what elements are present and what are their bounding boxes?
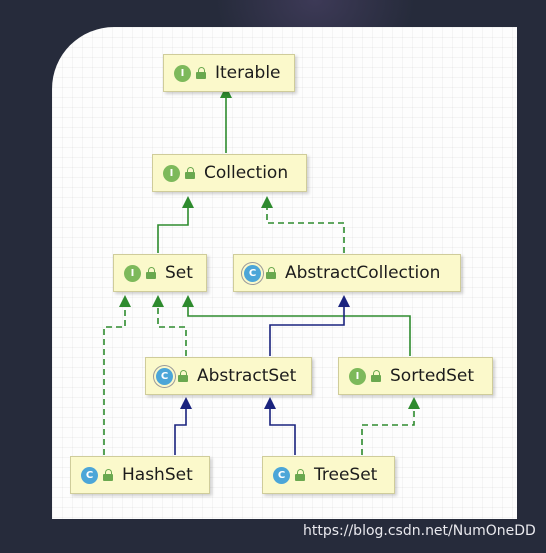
arrowhead-abstractset-left: [180, 397, 192, 409]
class-icon: C: [81, 466, 98, 484]
watermark: https://blog.csdn.net/NumOneDD: [303, 523, 536, 539]
public-access-icon: [145, 267, 157, 279]
node-abstract-collection[interactable]: C AbstractCollection: [233, 254, 461, 292]
public-access-icon: [177, 370, 189, 382]
edge-abstractset-set: [157, 306, 187, 356]
node-collection[interactable]: I Collection: [152, 154, 307, 192]
public-access-icon: [370, 370, 382, 382]
node-abstract-set[interactable]: C AbstractSet: [145, 357, 312, 395]
interface-icon: I: [163, 164, 180, 182]
edge-hashset-set: [103, 306, 126, 455]
arrowhead-collection-left: [182, 196, 194, 208]
public-access-icon: [184, 167, 196, 179]
node-label: SortedSet: [390, 366, 475, 386]
arrowhead-abstractcollection: [338, 295, 350, 307]
interface-icon: I: [349, 367, 366, 385]
edge-treeset-abstractset: [269, 408, 296, 455]
arrowhead-collection-right: [261, 196, 273, 208]
arrowhead-iterable: [220, 86, 232, 98]
node-label: Collection: [204, 163, 289, 183]
edge-abstractset-abstractcollection: [269, 306, 345, 356]
node-label: HashSet: [122, 465, 193, 485]
edge-abstractcollection-collection: [266, 207, 345, 253]
public-access-icon: [265, 267, 277, 279]
node-label: TreeSet: [314, 465, 378, 485]
arrowhead-set-right: [182, 295, 194, 307]
public-access-icon: [294, 469, 306, 481]
node-label: Iterable: [215, 63, 281, 83]
edge-sortedset-set: [187, 306, 411, 356]
abstract-class-icon: C: [156, 367, 173, 385]
arrowhead-abstractset-right: [264, 397, 276, 409]
edge-set-collection: [157, 205, 189, 253]
arrowhead-sortedset: [408, 397, 420, 409]
node-iterable[interactable]: I Iterable: [163, 54, 295, 92]
class-icon: C: [273, 466, 290, 484]
node-sorted-set[interactable]: I SortedSet: [338, 357, 493, 395]
node-set[interactable]: I Set: [113, 254, 207, 292]
interface-icon: I: [124, 264, 141, 282]
node-label: AbstractSet: [197, 366, 297, 386]
edge-hashset-abstractset: [174, 408, 187, 455]
arrowhead-set-mid: [152, 295, 164, 307]
public-access-icon: [195, 67, 207, 79]
interface-icon: I: [174, 64, 191, 82]
node-hash-set[interactable]: C HashSet: [70, 456, 210, 494]
abstract-class-icon: C: [244, 264, 261, 282]
public-access-icon: [102, 469, 114, 481]
node-tree-set[interactable]: C TreeSet: [262, 456, 395, 494]
node-label: Set: [165, 263, 193, 283]
edge-treeset-sortedset: [361, 408, 415, 455]
node-label: AbstractCollection: [285, 263, 441, 283]
arrowhead-set-left: [119, 295, 131, 307]
